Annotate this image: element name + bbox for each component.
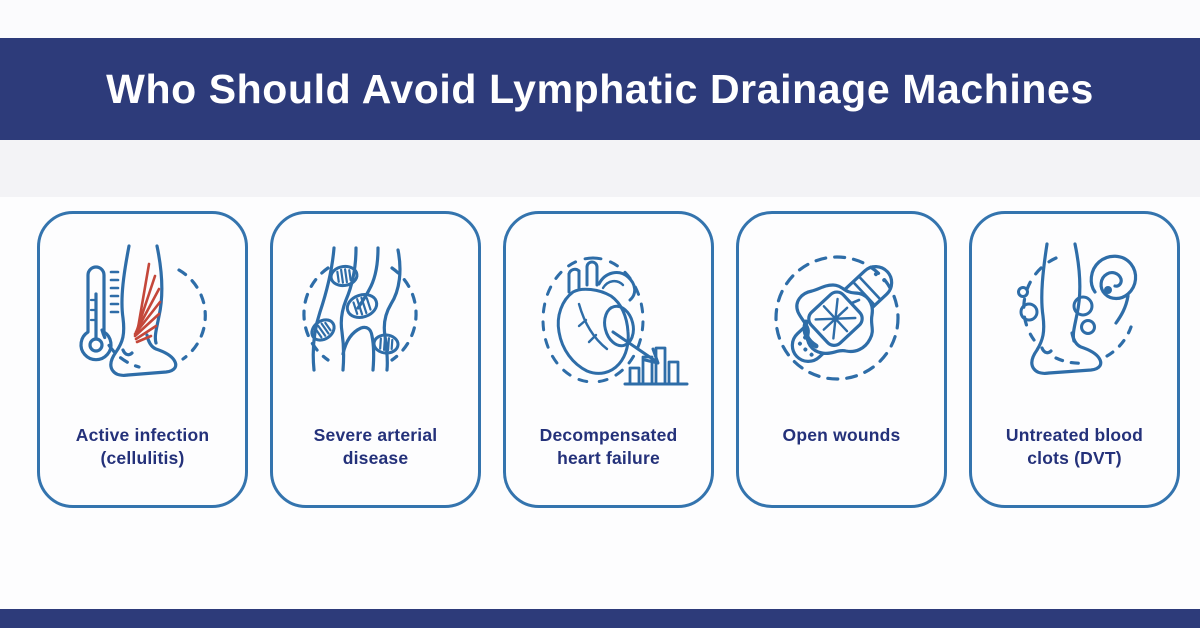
card-untreated-blood-clots: Untreated blood clots (DVT) [969,211,1180,508]
leg-blood-clots-icon [995,242,1155,402]
card-decompensated-heart-failure: Decompensated heart failure [503,211,714,508]
sub-header-band [0,140,1200,197]
wound-with-bandages-icon [762,242,922,402]
footer-bar [0,609,1200,628]
card-severe-arterial-disease: Severe arterial disease [270,211,481,508]
top-strip [0,0,1200,38]
thermometer-infected-leg-icon [63,242,223,402]
header-bar: Who Should Avoid Lymphatic Drainage Mach… [0,38,1200,140]
card-label: Open wounds [782,425,901,445]
failing-heart-declining-chart-icon [529,242,689,402]
clogged-artery-icon [296,242,456,402]
card-active-infection: Active infection (cellulitis) [37,211,248,508]
card-label: Active infection (cellulitis) [75,425,210,468]
card-label: Decompensated heart failure [539,425,678,468]
page-title: Who Should Avoid Lymphatic Drainage Mach… [106,65,1094,112]
card-open-wounds: Open wounds [736,211,947,508]
card-label: Severe arterial disease [313,425,438,468]
card-label: Untreated blood clots (DVT) [1005,425,1144,468]
card-row: Active infection (cellulitis) [37,211,1180,508]
